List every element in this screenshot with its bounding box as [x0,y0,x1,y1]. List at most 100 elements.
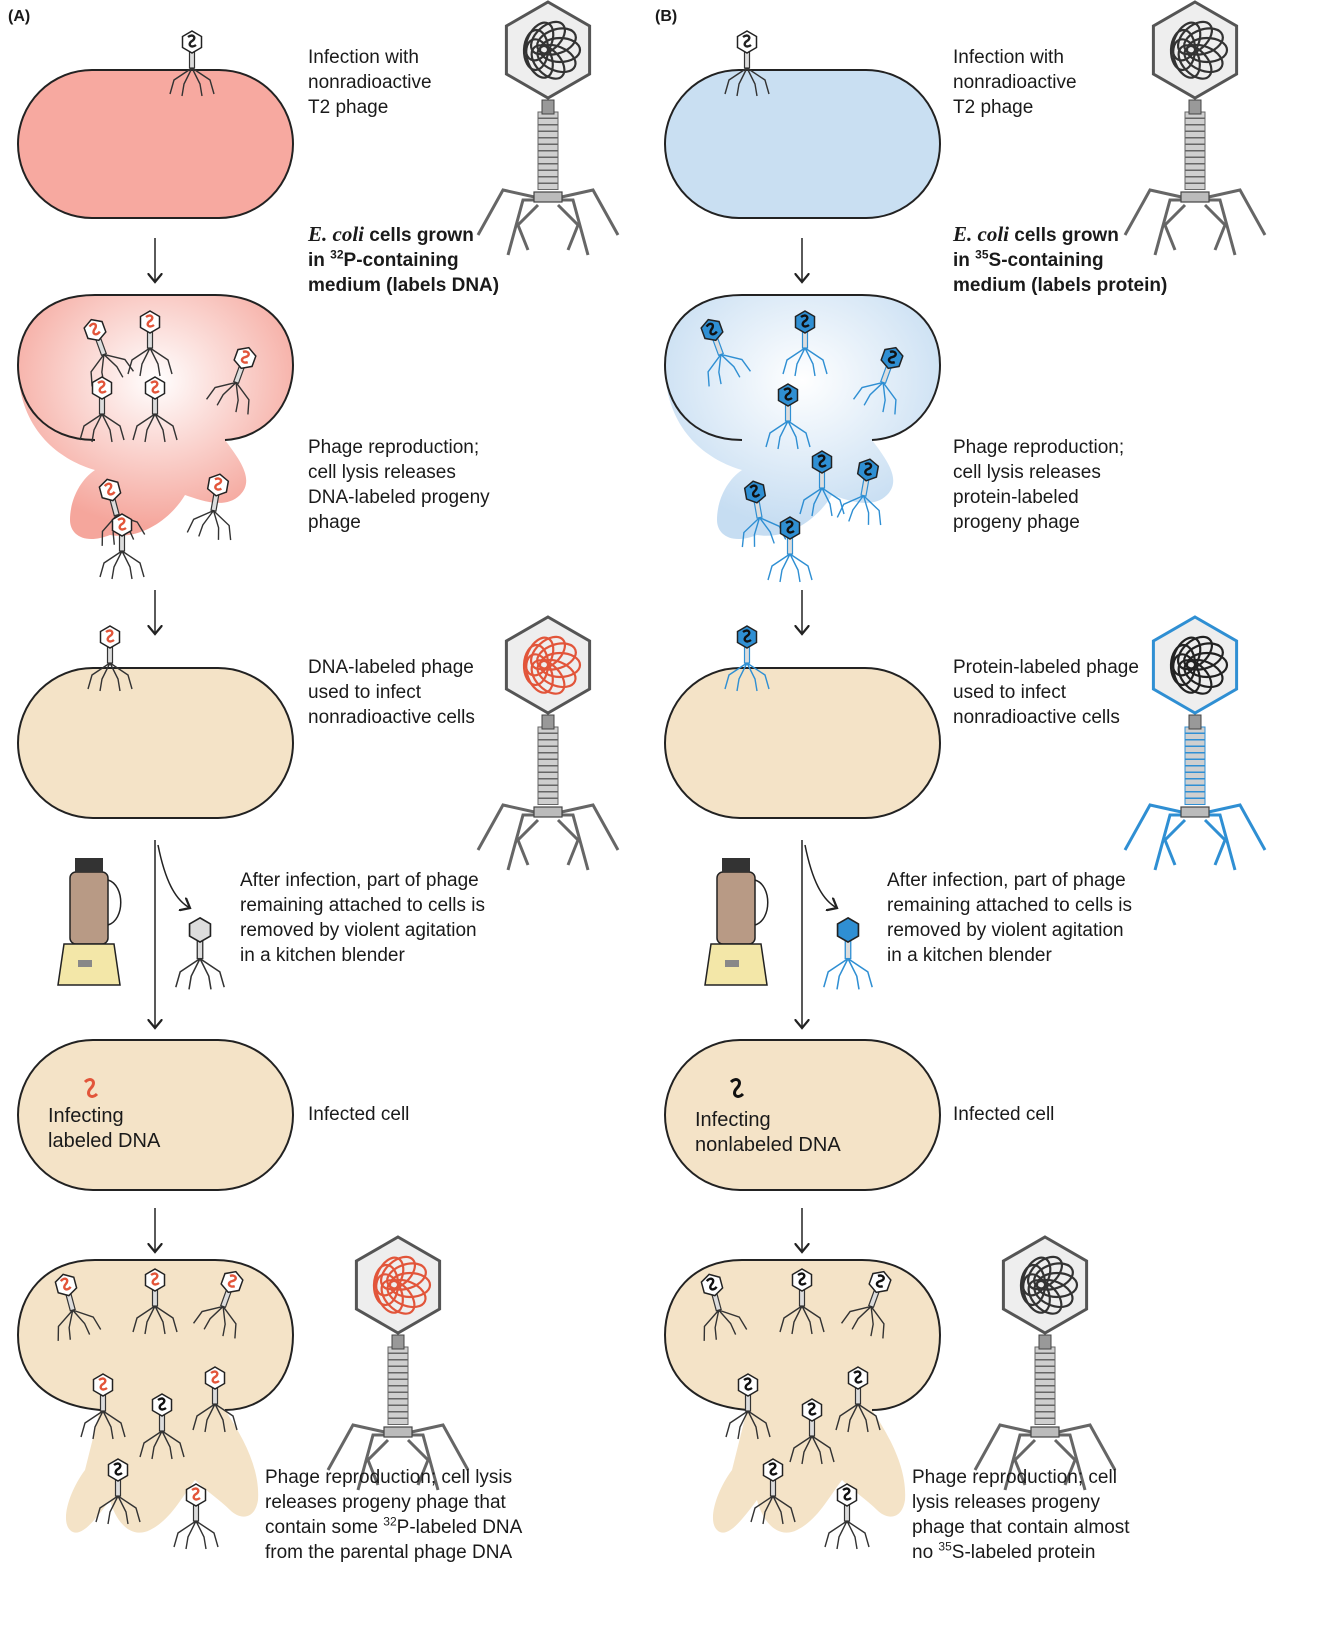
progeny-phage-a2-4 [79,376,125,443]
b-step1-l3: T2 phage [953,97,1034,118]
attached-phage-b1 [724,30,770,97]
a-step6-l4: from the parental phage DNA [265,1542,513,1563]
progeny-phage-b2-3 [765,383,811,450]
progeny-phage-a5-7 [173,1483,219,1550]
a-step3-l1: DNA-labeled phage [308,657,474,678]
b-growth-l3: medium (labels protein) [953,275,1168,296]
progeny-phage-a5-0 [54,1273,102,1341]
lysing-cell-b5 [665,1260,940,1533]
b-growth: E. coli cells grown in 35S-containing me… [953,222,1167,298]
a-step2-l3: DNA-labeled progeny [308,487,490,508]
attached-phage-a1 [169,30,215,97]
b-step2-l1: Phage reproduction; [953,437,1125,458]
a-growth-l1: cells grown [364,225,474,246]
progeny-phage-b5-6 [750,1458,796,1525]
dna-squiggle-black-icon [729,1078,745,1098]
a-step3: DNA-labeled phage used to infect nonradi… [308,655,475,730]
b-growth-l2-post: S-containing [988,250,1104,271]
b-growth-l2-pre: in [953,250,976,271]
b-species: E. coli [953,222,1009,246]
ghost-phage-b [823,916,873,990]
progeny-phage-a5-1 [132,1268,178,1335]
cell-b5-outline [663,1259,942,1411]
b-step3: Protein-labeled phage used to infect non… [953,655,1139,730]
a-cell-label: Infecting labeled DNA [48,1104,160,1154]
b-step6-l4-pre: no [912,1542,939,1563]
t2-phage-large-b5 [973,1235,1117,1491]
arrows [155,238,837,1252]
dna-squiggle-red-icon [83,1078,99,1098]
progeny-phage-b5-2 [840,1270,892,1339]
a-isotope: 32 [330,247,344,262]
a-cell-label-l2: labeled DNA [48,1130,161,1152]
cell-b4 [664,1039,941,1191]
panel-b-tag: (B) [655,8,678,25]
progeny-phage-b5-4 [835,1366,881,1433]
a-growth-l3: medium (labels DNA) [308,275,500,296]
cell-a5-outline [16,1259,295,1411]
phage-layer [54,0,1267,1550]
t2-phage-large-a5 [326,1235,470,1491]
progeny-phage-b5-5 [789,1398,835,1465]
t2-phage-large-a3 [476,615,620,871]
progeny-phage-b2-7 [767,516,813,583]
progeny-phage-a2-6 [98,478,146,546]
a-step4: After infection, part of phage remaining… [240,868,485,968]
b-step6-l1: Phage reproduction; cell [912,1467,1117,1488]
a-step6-sup: 32 [383,1514,397,1529]
b-step5: Infected cell [953,1104,1055,1125]
a-step6: Phage reproduction; cell lysis releases … [265,1465,522,1565]
progeny-phage-b2-0 [700,318,752,387]
progeny-phage-a2-8 [99,513,145,580]
b-step4-l2: remaining attached to cells is [887,895,1133,916]
a-step4-l2: remaining attached to cells is [240,895,486,916]
t2-phage-large-b1 [1123,0,1267,256]
progeny-phage-b2-2 [852,346,904,415]
a-step2-l1: Phage reproduction; [308,437,480,458]
cell-a2-outline [16,294,295,441]
b-cell-label-l2: nonlabeled DNA [695,1134,841,1156]
b-step1: Infection with nonradioactive T2 phage [953,45,1077,120]
cell-b1 [664,69,941,219]
ghost-phage-a [175,916,225,990]
a-growth-l2-post: P-containing [343,250,459,271]
a-step3-l3: nonradioactive cells [308,707,475,728]
cell-a1 [17,69,294,219]
b-step3-l2: used to infect [953,682,1067,703]
progeny-phage-a5-4 [192,1366,238,1433]
a-step5: Infected cell [308,1104,410,1125]
lysing-cell-a2 [18,295,293,540]
b-cell-label: Infecting nonlabeled DNA [695,1108,841,1158]
blender-icon-a [57,858,122,986]
progeny-phage-b2-1 [782,310,828,377]
progeny-phage-b5-3 [725,1373,771,1440]
attached-phage-a3 [87,625,133,692]
a-step1-line2: nonradioactive [308,72,432,93]
progeny-phage-a5-3 [80,1373,126,1440]
a-step6-l3-post: P-labeled DNA [396,1517,523,1538]
a-growth: E. coli cells grown in 32P-containing me… [308,222,499,298]
a-step1-line3: T2 phage [308,97,389,118]
a-step2-l4: phage [308,512,361,533]
t2-phage-large-b3 [1123,615,1267,871]
arrow-b3-branch [804,844,837,908]
blender-icon-b [704,858,769,986]
progeny-phage-b2-4 [799,450,845,517]
b-step1-l2: nonradioactive [953,72,1077,93]
progeny-phage-a2-0 [127,310,173,377]
progeny-phage-a2-2 [83,318,135,387]
progeny-phage-b2-5 [836,458,882,526]
a-step2: Phage reproduction; cell lysis releases … [308,435,490,535]
b-step4-l4: in a kitchen blender [887,945,1052,966]
arrow-a3-branch [157,844,190,908]
a-step4-l1: After infection, part of phage [240,870,479,891]
progeny-phage-a2-5 [132,376,178,443]
a-step6-l2: releases progeny phage that [265,1492,506,1513]
b-step4-l3: removed by violent agitation [887,920,1124,941]
t2-phage-large-a1 [476,0,620,256]
b-step6-l4-post: S-labeled protein [951,1542,1096,1563]
a-step6-l3-pre: contain some [265,1517,384,1538]
b-step4-l1: After infection, part of phage [887,870,1126,891]
attached-phage-b3 [724,625,770,692]
